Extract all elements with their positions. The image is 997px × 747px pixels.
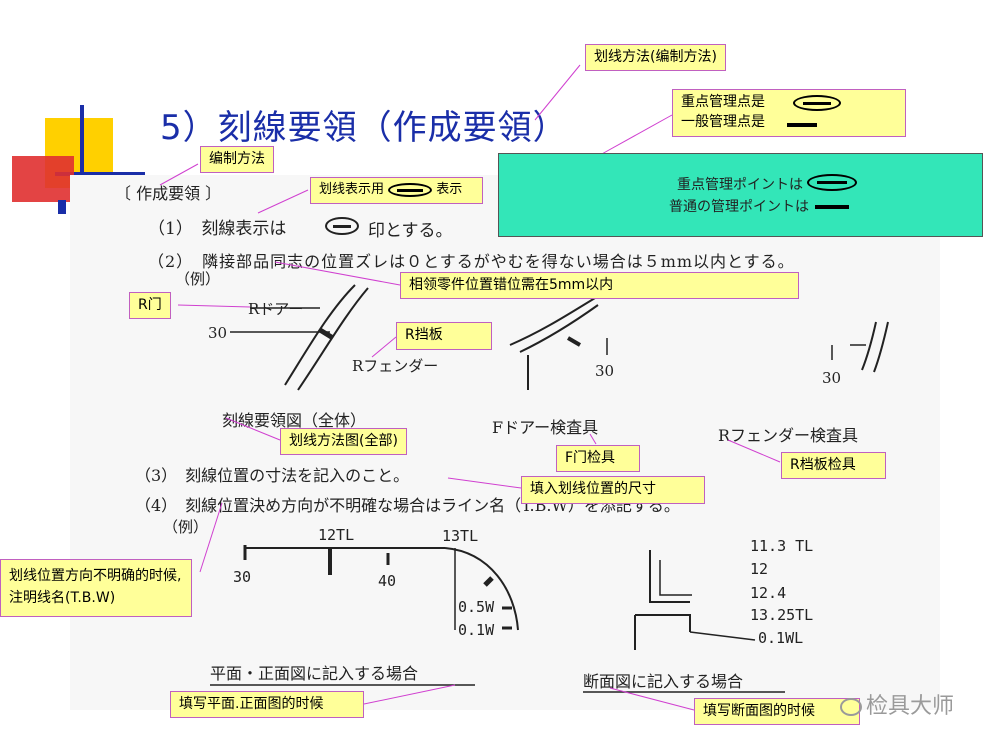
doc-30d: 30 [233, 568, 252, 586]
green-note-box: 重点管理ポイントは 普通の管理ポイントは [498, 153, 983, 237]
scanned-document [70, 175, 940, 710]
callout-whole-fig: 划线方法图(全部) [280, 428, 407, 455]
callout-method: 划线方法(编制方法) [585, 44, 726, 71]
doc-r-fender: Rフェンダー [352, 357, 439, 375]
doc-01w: 0.1W [458, 621, 495, 639]
doc-30c: 30 [822, 369, 842, 387]
doc-example1: （例） [175, 270, 221, 288]
doc-05w: 0.5W [458, 598, 495, 616]
callout-edit-method: 编制方法 [200, 146, 274, 173]
deco-red-square [12, 156, 74, 202]
callout-dim-fill: 填入划线位置的尺寸 [521, 476, 705, 504]
doc-example2: （例） [163, 518, 209, 536]
callout-f-door-gauge: F门检具 [556, 445, 640, 472]
key-mark-icon [807, 174, 857, 191]
doc-item3: （3） 刻線位置の寸法を記入のこと。 [135, 466, 410, 485]
doc-01wl: 0.1WL [758, 629, 804, 647]
callout-section-fill: 填写断面图的时候 [694, 698, 860, 725]
callout-plan-fill: 填写平面.正面图的时候 [170, 691, 364, 718]
doc-f-door-gauge: Fドアー検査具 [492, 418, 599, 437]
doc-item1: （1） 刻線表示は [148, 219, 287, 239]
doc-11-3tl: 11.3 TL [750, 537, 814, 555]
callout-offset: 相领零件位置错位需在5mm以内 [400, 272, 799, 299]
callout-r-fender-gauge: R档板检具 [781, 452, 886, 479]
watermark: 检具大师 [840, 688, 954, 720]
wechat-icon [840, 698, 862, 716]
deco-blue-bar [80, 105, 84, 190]
callout-r-fender: R挡板 [396, 322, 492, 350]
callout-mark-show-a: 划线表示用 [319, 182, 385, 197]
key-mark-icon [388, 182, 433, 197]
doc-12-4: 12.4 [750, 584, 787, 602]
doc-30b: 30 [595, 362, 615, 380]
green-note-line1: 重点管理ポイントは [677, 177, 803, 193]
callout-key-points-line1: 重点管理点是 [681, 94, 765, 110]
callout-unclear: 划线位置方向不明确的时候,注明线名(T.B.W) [0, 559, 192, 617]
callout-key-points: 重点管理点是 一般管理点是 [672, 89, 906, 137]
doc-13tl: 13TL [442, 527, 479, 545]
doc-item1-tail: 印とする。 [368, 221, 453, 241]
doc-fig-whole: 刻線要領図（全体） [222, 411, 367, 430]
deco-blue-hline [55, 172, 145, 176]
doc-plan-caption: 平面・正面図に記入する場合 [210, 664, 419, 683]
callout-key-points-line2: 一般管理点是 [681, 114, 765, 130]
doc-12tl: 12TL [318, 526, 355, 544]
callout-r-door: R门 [129, 292, 171, 319]
key-mark-icon [325, 217, 359, 235]
green-note-line2: 普通の管理ポイントは [669, 199, 809, 215]
page-title: 5）刻線要領（作成要領） [160, 108, 568, 148]
doc-item2: （2） 隣接部品同志の位置ズレは０とするがやむを得ない場合は５mm以内とする。 [148, 252, 795, 271]
doc-header: 〔 作成要領 〕 [115, 184, 222, 203]
doc-13-25tl: 13.25TL [750, 606, 814, 624]
doc-30a: 30 [208, 324, 228, 342]
watermark-text: 检具大师 [866, 694, 955, 719]
normal-mark-icon [787, 123, 817, 127]
doc-section-caption: 断面図に記入する場合 [583, 672, 744, 691]
doc-12: 12 [750, 560, 769, 578]
doc-r-door: Rドアー [248, 300, 304, 318]
normal-mark-icon [815, 205, 849, 209]
doc-r-fender-gauge: Rフェンダー検査具 [718, 426, 859, 445]
deco-blue-small [58, 200, 66, 214]
callout-mark-show-b: 表示 [436, 182, 463, 197]
key-mark-icon [793, 95, 841, 111]
doc-40: 40 [378, 572, 397, 590]
callout-mark-show: 划线表示用 表示 [310, 177, 483, 204]
